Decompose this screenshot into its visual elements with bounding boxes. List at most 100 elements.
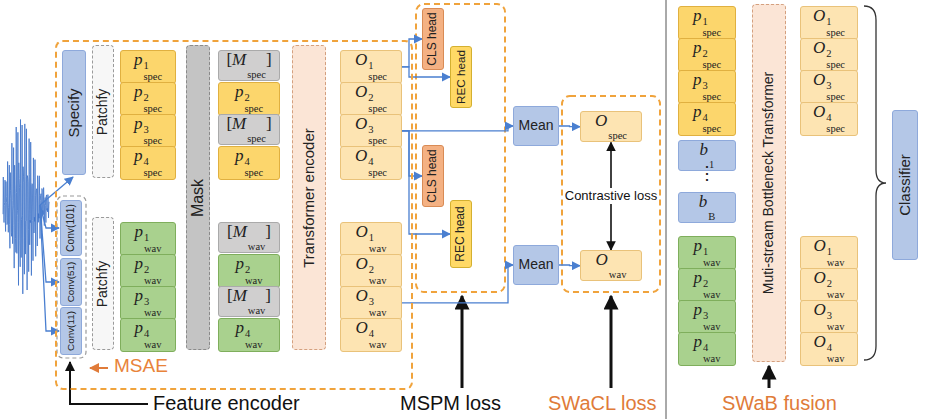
output-token: O1spec [340,50,402,84]
math-label: p1spec [134,51,162,83]
spec-patch-token: p2spec [120,82,176,116]
box-label: REC head [454,206,467,261]
output-token: O4wav [340,318,402,352]
math-label: O2wav [814,269,845,301]
process-box: Mean [513,106,559,146]
wav-patch-token: p4wav [120,318,176,352]
connector-arrow [402,126,513,131]
box-label: Conv(51) [66,262,77,303]
math-label: Owav [596,251,627,280]
math-label: p3wav [693,301,720,333]
math-label: O1spec [813,7,845,39]
transformer-box: Muti-stream Bottleneck Transformer [752,4,786,362]
group-caption: Feature encoder [153,392,300,414]
module-container: MSAESpecifyConv(101)Conv(51)Conv(11)Patc… [55,40,413,390]
cls-head-box: CLS head [422,8,444,70]
math-label: O4spec [813,103,845,135]
transformer-box: Transformer encoder [292,45,326,350]
math-label: p2spec [134,83,162,115]
output-token: O2spec [340,82,402,116]
math-label: O3spec [355,115,387,147]
rec-head-box: REC head [450,46,472,108]
output-token: Ospec [580,111,642,142]
ellipsis: ⋮ [698,164,716,184]
edge-label: Contrastive loss [563,188,659,204]
spec-patch-token: p3spec [678,70,736,104]
box-label: CLS head [426,12,439,65]
output-token: O1spec [800,6,858,40]
math-label: O4spec [355,147,387,179]
output-token: Owav [580,250,642,281]
mask-token: [Mwav] [218,222,280,253]
box-label: Transformer encoder [301,128,318,268]
math-label: Ospec [595,112,627,141]
math-label: [Mwav] [227,223,271,252]
output-token: O2wav [340,254,402,288]
math-label: p4wav [693,333,720,365]
process-box: Conv(101) [60,200,82,256]
loss-pointer [610,296,613,388]
wav-patch-token: p1wav [120,222,176,256]
output-token: O2wav [800,268,858,302]
math-label: p4spec [134,147,162,179]
math-label: p3wav [134,287,161,319]
wav-patch-token: p1wav [678,236,736,270]
wav-patch-token: p3wav [120,286,176,320]
wav-patch-token: p2wav [120,254,176,288]
process-box: Conv(11) [60,307,82,355]
math-label: O2wav [356,255,387,287]
math-label: O2spec [813,39,845,71]
wav-patch-token: p3wav [678,300,736,334]
box-label: Mean [518,118,553,133]
box-label: Patchfy [95,88,110,135]
math-label: O4wav [356,319,387,351]
panel-divider [666,0,667,419]
output-token: O3wav [340,286,402,320]
math-label: p2wav [235,255,262,287]
math-label: p2spec [235,83,263,115]
spec-patch-token: p2spec [218,82,280,116]
box-label: CLS head [426,149,439,202]
spec-patch-token: p3spec [120,114,176,148]
math-label: p4wav [235,319,262,351]
math-label: p3spec [134,115,162,147]
spec-patch-token: p2spec [678,38,736,72]
loss-pointer [461,296,464,388]
wav-patch-token: p2wav [218,254,280,288]
process-box: Conv(51) [60,258,82,307]
output-token: O3wav [800,300,858,334]
process-box: Classifier [892,110,918,260]
cls-head-box: CLS head [422,145,444,207]
math-label: O3spec [813,71,845,103]
math-label: p4spec [693,103,721,135]
math-label: p3spec [693,71,721,103]
math-label: O4wav [814,333,845,365]
box-label: Muti-stream Bottleneck Transformer [761,72,776,295]
math-label: [Mspec] [226,115,271,144]
math-label: [Mspec] [226,51,271,80]
math-label: p4spec [235,147,263,179]
math-label: O2spec [355,83,387,115]
connector-arrow [402,131,450,234]
math-label: O1wav [356,223,387,255]
output-token: O1wav [340,222,402,256]
process-box: Mean [513,245,559,285]
math-label: p2wav [693,269,720,301]
output-token: O3spec [800,70,858,104]
spec-patch-token: p4spec [120,146,176,180]
mask-token: [Mspec] [218,50,280,81]
connector-arrow [559,125,580,127]
waveform [3,120,49,294]
heads-outline [416,4,505,292]
output-token: O2spec [800,38,858,72]
output-token: O4spec [800,102,858,136]
contrastive-outline [562,96,660,292]
spec-patch-token: p4spec [678,102,736,136]
box-label: Specify [66,88,83,137]
output-token: O3spec [340,114,402,148]
box-label: Conv(11) [66,311,77,351]
math-label: p2spec [693,39,721,71]
mask-token: [Mwav] [218,286,280,317]
box-label: REC head [455,50,468,104]
